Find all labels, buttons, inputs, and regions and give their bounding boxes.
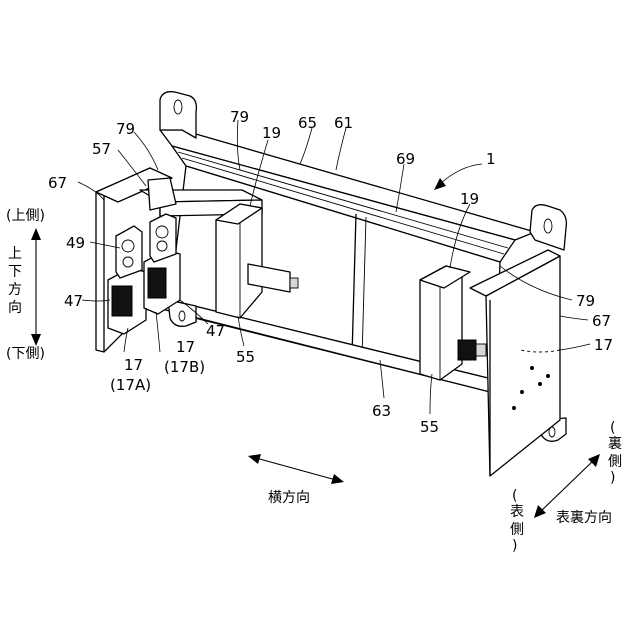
assembly-pointer-1 [434, 164, 482, 190]
label-55-left: 55 [236, 348, 255, 366]
label-front-2: 表 [510, 504, 524, 520]
label-horizontal: 横方向 [268, 490, 310, 506]
label-back-1: ( [610, 420, 615, 436]
label-back-3: 側 [608, 454, 622, 470]
label-17-a: 17 [124, 356, 143, 374]
label-lower-side: (下側) [6, 346, 45, 362]
label-49: 49 [66, 234, 85, 252]
switch-block-17B [144, 214, 180, 314]
label-back-4: ) [610, 470, 615, 486]
label-47-right: 47 [206, 322, 225, 340]
label-depth: 表裏方向 [556, 509, 612, 526]
label-19-right: 19 [460, 190, 479, 208]
label-69: 69 [396, 150, 415, 168]
label-67-left: 67 [48, 174, 67, 192]
label-79-left: 79 [116, 120, 135, 138]
label-61: 61 [334, 114, 353, 132]
horizontal-arrow [248, 454, 344, 484]
label-55-right: 55 [420, 418, 439, 436]
label-19-left: 19 [262, 124, 281, 142]
label-vertical-1: 上 [8, 246, 22, 262]
label-17-b: 17 [176, 338, 195, 356]
mount-tab-right [530, 205, 566, 250]
clip-19-right [420, 266, 470, 380]
clip-19-left [216, 204, 262, 318]
label-17-right: 17 [594, 336, 613, 354]
label-vertical-4: 向 [8, 300, 22, 316]
label-47-left: 47 [64, 292, 83, 310]
label-65: 65 [298, 114, 317, 132]
label-17B: (17B) [164, 358, 205, 376]
vertical-arrow [31, 228, 41, 346]
label-front-4: ) [512, 538, 517, 554]
label-front-3: 側 [510, 522, 524, 538]
label-vertical-3: 方 [8, 282, 22, 298]
label-67-right: 67 [592, 312, 611, 330]
label-vertical-2: 下 [8, 264, 22, 280]
label-front-1: ( [512, 488, 517, 504]
depth-arrow [534, 454, 600, 518]
label-back-2: 裏 [608, 435, 622, 452]
label-57: 57 [92, 140, 111, 158]
label-17A: (17A) [110, 376, 151, 394]
label-79-mid: 79 [230, 108, 249, 126]
label-1: 1 [486, 150, 496, 168]
label-upper-side: (上側) [6, 208, 45, 224]
label-63: 63 [372, 402, 391, 420]
label-79-right: 79 [576, 292, 595, 310]
